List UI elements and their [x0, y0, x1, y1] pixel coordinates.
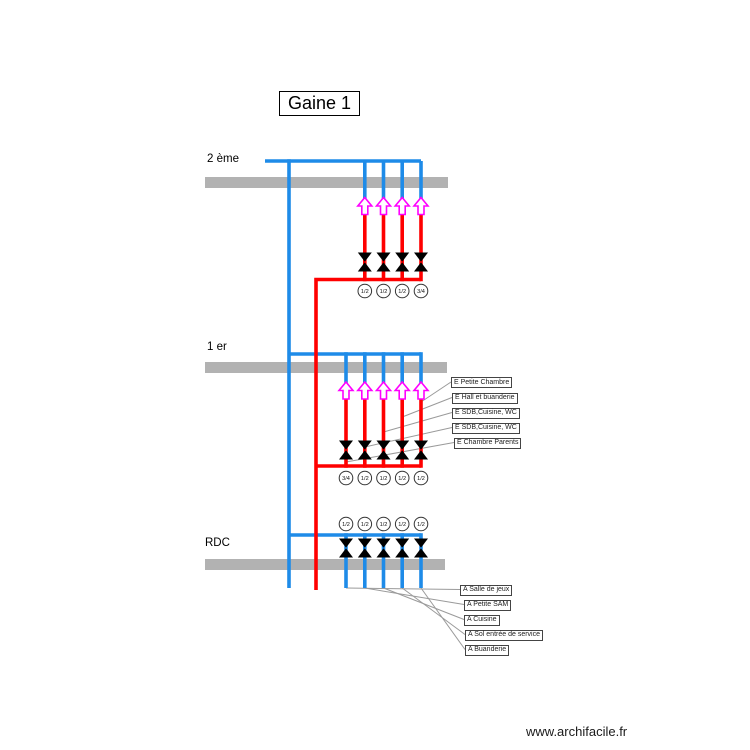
destination-label: A Cuisine — [464, 614, 500, 626]
pipe-size-text: 1/2 — [361, 289, 369, 295]
flow-arrow-icon — [412, 380, 430, 400]
pipe-size-badge: 3/4 — [338, 470, 354, 486]
floor-label-rdc: RDC — [205, 537, 230, 549]
flow-arrow-icon — [374, 196, 393, 216]
flow-arrow-icon — [356, 196, 374, 216]
pipe-size-text: 1/2 — [398, 476, 406, 482]
pipe-size-text: 1/2 — [380, 289, 388, 295]
pipe-size-badge: 1/2 — [413, 470, 429, 486]
valve-icon — [339, 538, 353, 558]
destination-label: E Chambre Parents — [454, 437, 522, 449]
pipe-size-badge: 1/2 — [357, 283, 373, 299]
pipe-size-badge: 1/2 — [376, 283, 391, 299]
pipe-size-badge: 1/2 — [376, 470, 391, 486]
floor-slab — [205, 177, 448, 188]
destination-label: A Buanderie — [465, 644, 510, 656]
flow-arrow-icon — [393, 196, 411, 216]
flow-arrow-icon — [337, 380, 355, 400]
destination-label: E Petite Chambre — [451, 377, 513, 388]
floor-slab — [205, 559, 445, 570]
valve-icon — [376, 538, 391, 558]
floor-label-1er: 1 er — [207, 341, 227, 353]
pipe-size-text: 1/2 — [417, 522, 425, 528]
destination-label: E Hall et buanderie — [452, 392, 518, 404]
valve-icon — [395, 252, 410, 272]
valve-icon — [357, 440, 372, 460]
valve-icon — [414, 538, 428, 558]
flow-arrow-icon — [374, 380, 393, 400]
valve-icon — [376, 252, 391, 272]
pipe-size-badge: 1/2 — [413, 516, 429, 532]
floor-slab — [205, 362, 447, 373]
leader-line — [383, 412, 453, 433]
hot-water-riser — [314, 277, 421, 590]
pipe-size-badge: 1/2 — [394, 470, 410, 486]
destination-label: A Sol entrée de service — [465, 629, 543, 641]
pipe-size-text: 1/2 — [361, 522, 369, 528]
valve-icon — [357, 252, 372, 272]
valve-icon — [414, 440, 428, 460]
valve-icon — [395, 440, 410, 460]
destination-label: A Salle de jeux — [460, 584, 513, 596]
pipe-size-text: 3/4 — [417, 289, 425, 295]
pipe-size-text: 1/2 — [361, 476, 369, 482]
title-box: Gaine 1 — [279, 91, 361, 116]
leader-line — [364, 587, 465, 605]
pipe-size-badge: 1/2 — [357, 516, 373, 532]
pipe-size-badge: 1/2 — [357, 470, 373, 486]
valve-icon — [414, 252, 428, 272]
flow-arrow-icon — [393, 380, 411, 400]
flow-arrow-icon — [412, 196, 430, 216]
pipe-size-badge: 1/2 — [376, 516, 391, 532]
pipe-size-badge: 1/2 — [394, 516, 410, 532]
leader-line — [401, 587, 466, 635]
valve-icon — [357, 538, 372, 558]
pipe-size-badge: 1/2 — [394, 283, 410, 299]
watermark: www.archifacile.fr — [526, 724, 628, 739]
pipe-size-badge: 3/4 — [413, 283, 429, 299]
pipe-size-text: 1/2 — [380, 522, 388, 528]
leader-line — [402, 397, 453, 418]
destination-label: E SDB,Cuisine, WC — [452, 407, 520, 419]
valve-icon — [376, 440, 391, 460]
pipe-size-text: 1/2 — [398, 289, 406, 295]
flow-arrow-icon — [356, 380, 374, 400]
destination-label: E SDB,Cuisine, WC — [452, 422, 520, 434]
pipe-size-text: 1/2 — [380, 476, 388, 482]
pipe-size-badge: 1/2 — [338, 516, 354, 532]
destination-label: A Petite SAM — [464, 599, 512, 611]
leader-line — [420, 587, 466, 650]
pipe-size-text: 1/2 — [342, 522, 350, 528]
pipe-size-text: 1/2 — [398, 522, 406, 528]
pipe-size-text: 1/2 — [417, 476, 425, 482]
floor-label-2eme: 2 ème — [207, 153, 239, 165]
leader-line — [420, 381, 452, 403]
valve-icon — [395, 538, 410, 558]
pipe-size-text: 3/4 — [342, 476, 350, 482]
valve-icon — [339, 440, 353, 460]
leader-line — [364, 427, 453, 448]
